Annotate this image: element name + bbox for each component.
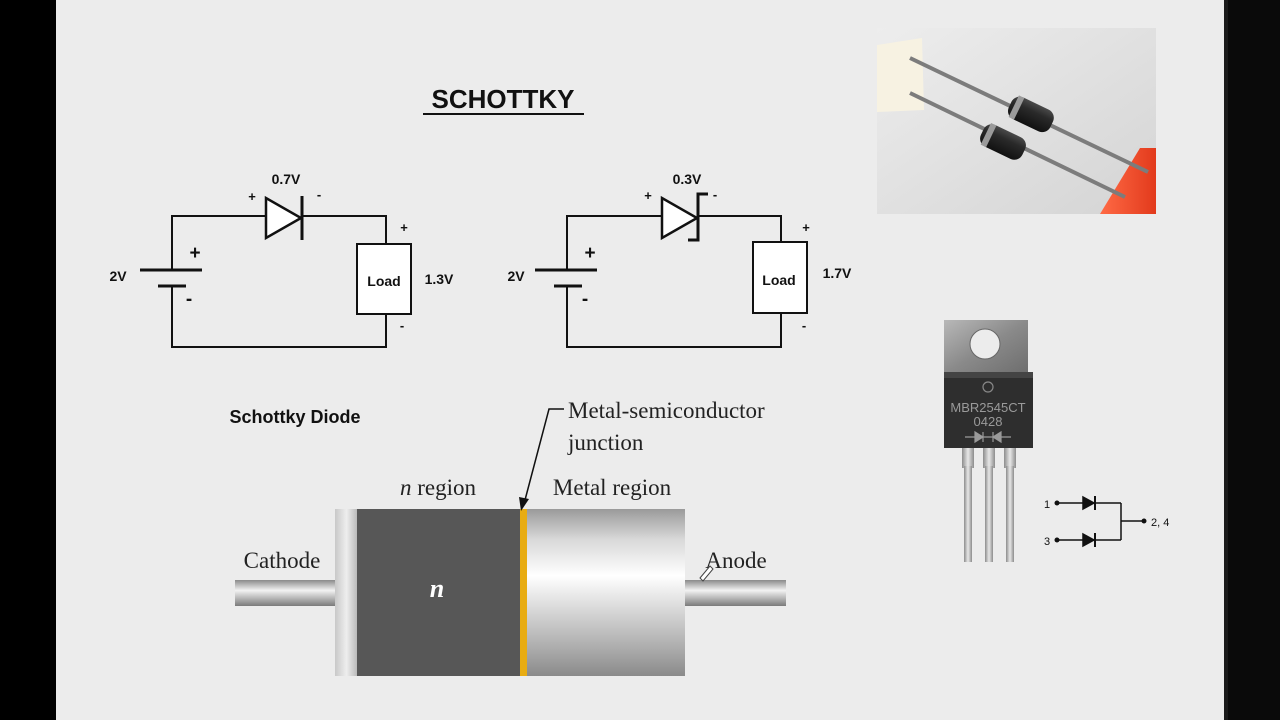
pin1-node	[1054, 500, 1060, 506]
n-region-label: n region	[400, 475, 477, 500]
mounting-hole	[969, 328, 1001, 360]
package-marking-line2: 0428	[974, 414, 1003, 429]
pin-shoulder-3	[1004, 448, 1016, 468]
junction-label-line1: Metal-semiconductor	[568, 398, 765, 423]
junction-arrowhead	[519, 497, 529, 511]
load-box	[752, 241, 808, 314]
n-region-label-italic: n	[400, 475, 412, 500]
slide-title: SCHOTTKY	[432, 84, 575, 114]
pin-3	[1006, 466, 1014, 562]
circuit-schottky-diode	[535, 192, 808, 348]
schottky-diode-symbol	[660, 195, 700, 241]
diode-voltage-label: 0.3V	[673, 171, 702, 187]
load-minus-label: -	[400, 318, 404, 333]
battery-minus-label: -	[186, 289, 192, 310]
axial-diodes-photo	[877, 28, 1156, 214]
diode-minus-label: -	[713, 187, 717, 202]
diode-minus-label: -	[317, 187, 321, 202]
wire-top-left	[171, 215, 266, 245]
pin-1	[964, 466, 972, 562]
diode-structure-drawing	[235, 509, 786, 676]
source-voltage-label: 2V	[507, 268, 525, 284]
wire-top-right	[698, 215, 782, 244]
load-voltage-label: 1.7V	[823, 265, 852, 281]
load-label: Load	[762, 272, 795, 288]
pinout-diode-bottom	[1082, 532, 1096, 548]
load-voltage-label: 1.3V	[425, 271, 454, 287]
wire-bottom	[566, 286, 782, 348]
anode-lead	[684, 580, 786, 606]
photo-background	[877, 28, 1156, 214]
junction-layer	[520, 509, 527, 676]
pin3-node	[1054, 537, 1060, 543]
load-minus-label: -	[802, 318, 806, 333]
right-frame-bar	[1224, 0, 1280, 720]
wire-top-left	[566, 215, 662, 245]
package-body-edge	[944, 372, 1033, 378]
load-plus-label: +	[802, 220, 810, 235]
pinout-diode-top	[1082, 495, 1096, 511]
pin3-label: 3	[1044, 536, 1050, 548]
junction-label-line2: junction	[567, 430, 644, 455]
schottky-cathode-bar	[688, 192, 708, 242]
structure-heading: Schottky Diode	[229, 407, 360, 427]
to220-package: MBR2545CT 0428	[944, 320, 1033, 562]
n-region-label-rest: region	[411, 475, 476, 500]
metal-region-label: Metal region	[553, 475, 672, 500]
diode-plus-label: +	[248, 189, 256, 204]
pin-shoulder-2	[983, 448, 995, 468]
wire-bottom	[171, 286, 387, 348]
cathode-contact	[335, 509, 358, 676]
pin24-label: 2, 4	[1151, 517, 1169, 529]
load-plus-label: +	[400, 220, 408, 235]
cathode-lead	[235, 580, 337, 606]
pin-shoulder-1	[962, 448, 974, 468]
battery-minus-label: -	[582, 289, 588, 310]
load-box	[356, 243, 412, 315]
metal-region-block	[526, 509, 685, 676]
junction-pointer-line	[524, 408, 564, 501]
pin1-label: 1	[1044, 499, 1050, 511]
package-body	[944, 372, 1033, 448]
package-marking-line1: MBR2545CT	[950, 400, 1025, 415]
battery-plus-label: +	[584, 243, 595, 264]
package-diode-marking	[965, 430, 1011, 444]
pinout-schematic	[1056, 495, 1143, 548]
diode-band-lower	[980, 122, 997, 148]
pin-2	[985, 466, 993, 562]
diode-band-upper	[1008, 95, 1025, 120]
pin24-node	[1141, 518, 1147, 524]
n-region-block	[357, 509, 522, 676]
circuit-standard-diode	[140, 195, 412, 348]
diode-plus-label: +	[644, 188, 652, 203]
pen-cursor-icon	[699, 565, 714, 582]
load-label: Load	[367, 273, 400, 289]
wire-top-right	[302, 215, 387, 244]
manufacturer-logo-icon	[982, 381, 994, 393]
battery-plus-label: +	[189, 243, 200, 264]
tape-right	[1100, 148, 1156, 214]
anode-label: Anode	[705, 548, 766, 573]
source-voltage-label: 2V	[109, 268, 127, 284]
cathode-label: Cathode	[244, 548, 321, 573]
diode-voltage-label: 0.7V	[272, 171, 301, 187]
tape-left	[877, 38, 924, 112]
diode-symbol	[264, 195, 304, 241]
n-region-center-label: n	[430, 574, 444, 603]
